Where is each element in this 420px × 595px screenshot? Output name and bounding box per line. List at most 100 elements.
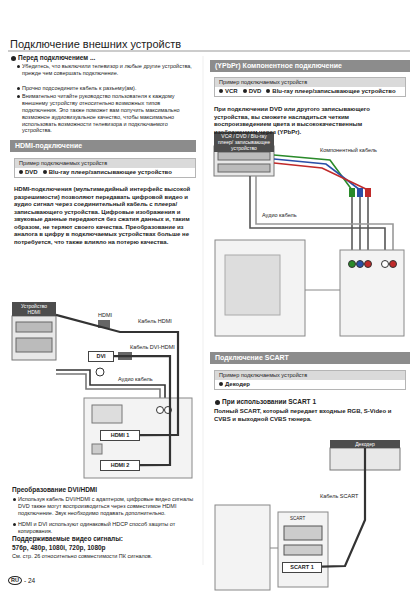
bullet-text: HDMI и DVI используют одинаковый HDCP сп… (18, 521, 194, 535)
list-item: DVD (243, 88, 262, 95)
text-label: Перед подключением ... (18, 54, 198, 62)
device-body (12, 316, 56, 360)
player-icon (218, 152, 270, 160)
bullet-dot (17, 65, 20, 68)
bullet-dot (11, 56, 16, 61)
connector-box: HDMI 1 (100, 430, 140, 441)
bullet-text: Прочно подсоедините кабель к разъему(ам)… (22, 85, 194, 92)
text-label: Компонентный кабель (320, 147, 400, 154)
cable-connector (322, 448, 365, 567)
tv-panel (340, 250, 404, 336)
node-text: HDMI-подключение (15, 142, 191, 150)
cable-connector (114, 356, 170, 465)
scart-jack (284, 545, 322, 555)
leader-line (305, 290, 340, 291)
pc-jack (92, 405, 122, 423)
connector-box: HDMI 2 (100, 460, 140, 471)
node-text: SCART 1 (283, 564, 321, 571)
device-list: VCRDVDBlu-ray плеер/записывающее устройс… (215, 87, 405, 96)
text-label: Поддерживаемые видео сигналы: (12, 535, 192, 543)
connector-box: DVI (88, 351, 114, 362)
player-icon (16, 322, 52, 332)
text-label: Преобразование DVI/HDMI (12, 486, 192, 494)
text-label: Полный SCART, который передает входные R… (214, 408, 406, 423)
cable-label: Кабель SCART (320, 493, 358, 499)
connector-box: SCART 1 (282, 562, 322, 573)
bullet-dot (215, 400, 220, 405)
list-item: DVD (19, 169, 38, 176)
text-label: При подключении DVD или другого записыва… (214, 106, 406, 136)
jack-pb (357, 261, 364, 268)
example-box: Пример подключаемых устройствДекодер (214, 370, 406, 390)
device-box: VCR / DVD / Blu-ray плеер/ записывающее … (214, 132, 274, 152)
device-box: Декодер (330, 440, 400, 448)
node-text: Устройство HDMI (14, 303, 54, 315)
bullet-dot (13, 498, 16, 501)
recorder-icon (16, 338, 52, 352)
leader-line (270, 548, 278, 549)
title-rule (8, 51, 410, 52)
bullet-dot (13, 523, 16, 526)
decoder-body (330, 448, 400, 470)
example-box: Пример подключаемых устройствVCRDVDBlu-r… (214, 77, 406, 97)
section-band: (YPbPr) Компонентное подключение (210, 60, 410, 72)
device-name: Blu-ray плеер/записывающее устройство (49, 169, 172, 175)
headphone-icon (96, 368, 104, 376)
audio-jack (157, 407, 164, 414)
plug-blue (357, 188, 363, 197)
text-label: - 24 (24, 577, 54, 585)
node-text: Подключение SCART (215, 354, 405, 362)
jack-y (349, 261, 356, 268)
device-box: Устройство HDMI (12, 302, 56, 316)
section-band: HDMI-подключение (10, 140, 196, 152)
column-rule (203, 56, 204, 565)
dvi-plug (118, 352, 132, 360)
text-label: Аудио кабель (262, 212, 322, 219)
device-name: Декодер (225, 381, 250, 387)
jack-audio (382, 261, 389, 268)
player-icon (218, 164, 270, 172)
text-label: SCART (290, 516, 320, 522)
device-name: DVD (25, 169, 38, 175)
node-text: HDMI 1 (101, 432, 139, 439)
node-text: (YPbPr) Компонентное подключение (215, 62, 405, 70)
box-heading: Пример подключаемых устройств (15, 159, 195, 168)
list-item: Декодер (219, 381, 250, 388)
text-label: 576p, 480p, 1080i, 720p, 1080p (12, 544, 192, 552)
tv-side (215, 240, 305, 336)
node-text: VCR / DVD / Blu-ray плеер/ записывающее … (216, 133, 272, 151)
bullet-dot (219, 382, 223, 386)
hdmi-plug (98, 320, 110, 328)
list-item: VCR (219, 88, 238, 95)
tv-screen (225, 255, 280, 315)
bullet-dot (17, 95, 20, 98)
jack (92, 444, 102, 454)
cable-label: Кабель DVI-HDMI (130, 344, 175, 350)
tv-side (215, 505, 270, 590)
bullet-dot (266, 89, 270, 93)
cable-connector (56, 315, 178, 435)
text-label: При использовании SCART 1 (222, 398, 402, 406)
bullet-dot (19, 170, 23, 174)
device-list: Декодер (215, 380, 405, 389)
cable-label: Кабель HDMI (138, 318, 172, 324)
node-text: HDMI 2 (101, 462, 139, 469)
text-label: HDMI-подключения (мультимедийный интерфе… (14, 186, 196, 246)
jack-audio (390, 261, 397, 268)
audio-jack (165, 407, 172, 414)
jack-pr (365, 261, 372, 268)
device-list: DVD Blu-ray плеер/записывающее устройство (15, 168, 195, 177)
node-text: DVI (89, 353, 113, 360)
bullet-dot (243, 89, 247, 93)
device-name: DVD (249, 88, 262, 94)
bullet-text: Убедитесь, что выключили телевизор и люб… (22, 63, 194, 77)
component-cable (274, 163, 368, 190)
bullet-dot (17, 87, 20, 90)
bullet-text: Используя кабель DVI/HDMI с адаптером, ц… (18, 496, 194, 517)
tv-panel (84, 398, 192, 478)
plug-green (349, 188, 355, 197)
bullet-text: Внимательно читайте руководство пользова… (22, 93, 194, 134)
component-cable (352, 196, 368, 250)
page-title: Подключение внешних устройств (10, 38, 181, 50)
